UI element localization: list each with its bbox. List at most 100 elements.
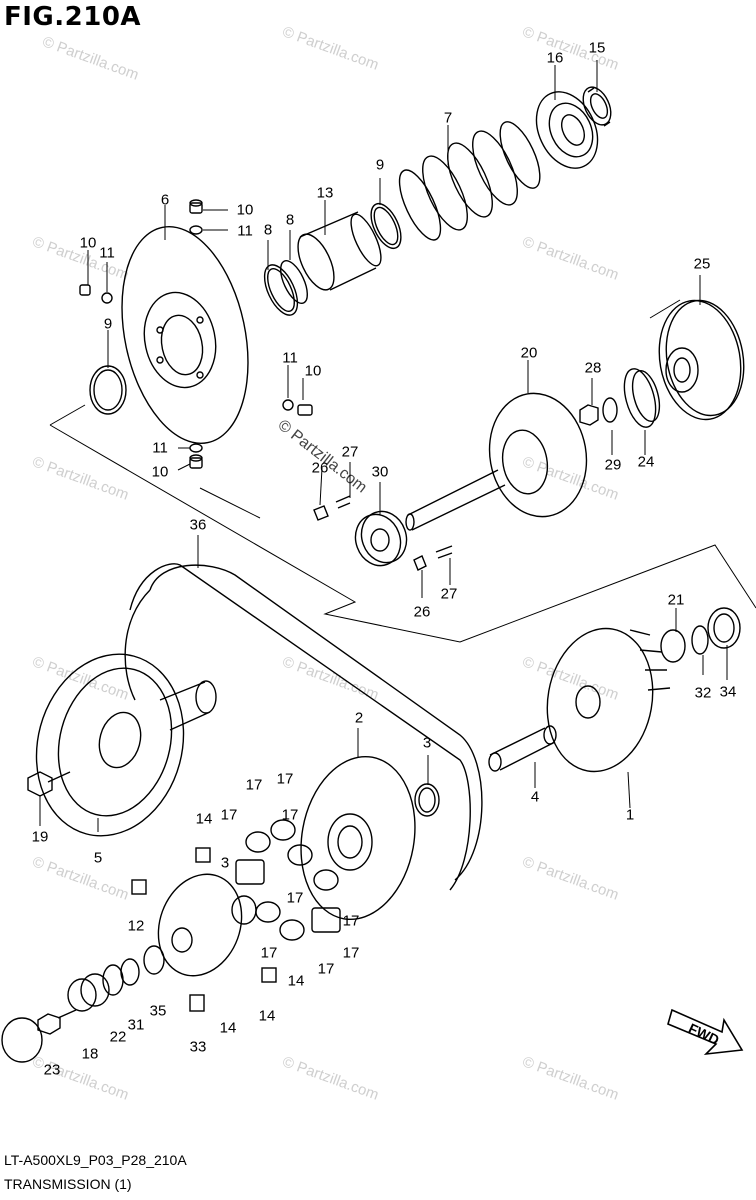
- part-label: 9: [375, 156, 385, 174]
- assembly-outline: [49, 299, 756, 643]
- bolt-18: [37, 1009, 77, 1035]
- part-label: 17: [317, 960, 335, 978]
- ring-9: [373, 206, 399, 246]
- bolt-10: [189, 199, 203, 214]
- ring-8: [280, 260, 308, 304]
- plate-26: [413, 555, 427, 571]
- spring-seat-16: [535, 91, 599, 169]
- part-label: 6: [160, 191, 170, 209]
- part-label: 21: [667, 591, 685, 609]
- bearing-24: [623, 368, 661, 428]
- part-label: 26: [311, 459, 329, 477]
- part-label: 14: [195, 810, 213, 828]
- ring-9: [89, 365, 127, 415]
- ring-8: [263, 264, 299, 316]
- housing-20: [405, 392, 588, 531]
- nut-28: [579, 404, 599, 426]
- part-label: 14: [258, 1007, 276, 1025]
- part-label: 13: [316, 184, 334, 202]
- ring-3: [418, 787, 436, 813]
- part-label: 3: [220, 854, 230, 872]
- figure-title: FIG.210A: [4, 2, 142, 32]
- part-label: 14: [219, 1019, 237, 1037]
- ring-35: [120, 958, 140, 986]
- washer-11: [189, 443, 203, 453]
- part-label: 27: [440, 585, 458, 603]
- part-label: 17: [220, 806, 238, 824]
- part-label: 32: [694, 684, 712, 702]
- part-label: 17: [342, 944, 360, 962]
- bolt-10: [297, 404, 313, 416]
- cam-plate-12: [157, 873, 243, 977]
- sheave-1: [546, 627, 671, 773]
- bushing-21: [660, 629, 686, 663]
- part-label: 10: [79, 234, 97, 252]
- part-label: 17: [276, 770, 294, 788]
- part-label: 3: [422, 734, 432, 752]
- part-label: 5: [93, 849, 103, 867]
- belt-36: [124, 563, 483, 891]
- spacer-4: [488, 725, 557, 772]
- bolt-19: [27, 771, 71, 797]
- part-label: 17: [342, 912, 360, 930]
- part-label: 17: [281, 806, 299, 824]
- part-label: 24: [637, 453, 655, 471]
- part-label: 8: [285, 211, 295, 229]
- part-label: 16: [546, 49, 564, 67]
- washer-32: [691, 625, 709, 655]
- part-label: 9: [103, 315, 113, 333]
- slider-14: [131, 879, 147, 895]
- part-label: 17: [245, 776, 263, 794]
- sheave-2: [300, 755, 416, 921]
- part-label: 25: [693, 255, 711, 273]
- part-label: 12: [127, 917, 145, 935]
- part-label: 31: [127, 1016, 145, 1034]
- part-label: 30: [371, 463, 389, 481]
- part-label: 2: [354, 709, 364, 727]
- nut-15: [582, 86, 612, 127]
- part-label: 27: [341, 443, 359, 461]
- washer-29: [602, 397, 618, 423]
- part-label: 4: [530, 788, 540, 806]
- part-label: 34: [719, 683, 737, 701]
- pulley-5: [35, 653, 217, 837]
- fwd-arrow: [667, 1008, 744, 1056]
- part-label: 15: [588, 39, 606, 57]
- part-label: 29: [604, 456, 622, 474]
- part-label: 14: [287, 972, 305, 990]
- bolt-27: [435, 545, 453, 559]
- part-label: 11: [99, 244, 115, 262]
- spring-7: [398, 121, 541, 241]
- part-label: 17: [260, 944, 278, 962]
- ring-9: [93, 369, 123, 411]
- part-label: 23: [43, 1061, 61, 1079]
- part-label: 1: [625, 806, 635, 824]
- washer-11: [101, 292, 113, 304]
- part-label: 11: [237, 222, 253, 240]
- sheave-6: [121, 225, 249, 445]
- ring-9: [370, 202, 402, 250]
- part-label: 28: [584, 359, 602, 377]
- ring-3: [414, 783, 440, 817]
- part-label: 35: [149, 1002, 167, 1020]
- bolt-10: [79, 284, 91, 296]
- part-label: 20: [520, 344, 538, 362]
- diagram-code: LT-A500XL9_P03_P28_210A: [4, 1152, 187, 1168]
- leader-lines: [39, 60, 728, 832]
- sleeve-13: [297, 211, 382, 291]
- part-label: 8: [263, 221, 273, 239]
- ring-8: [267, 268, 295, 312]
- part-label: 18: [81, 1045, 99, 1063]
- clutch-25: [658, 299, 745, 421]
- part-label: 33: [189, 1038, 207, 1056]
- seal-34: [713, 613, 735, 643]
- plate-26: [313, 505, 329, 521]
- bolt-10: [189, 454, 203, 469]
- part-label: 22: [109, 1028, 127, 1046]
- slider-14: [189, 994, 205, 1012]
- ring-31: [102, 964, 124, 996]
- part-label: 10: [236, 201, 254, 219]
- part-label: 19: [31, 828, 49, 846]
